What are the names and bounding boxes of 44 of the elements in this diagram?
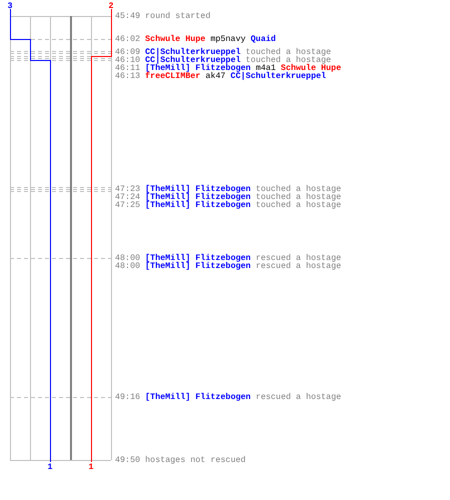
- timestamp: 48:00: [115, 254, 140, 262]
- count-label: 3: [7, 2, 13, 10]
- count-label: 2: [108, 2, 114, 10]
- timestamp: 47:24: [115, 193, 140, 201]
- player-name: [TheMill] Flitzebogen: [145, 64, 251, 72]
- timestamp: 46:10: [115, 56, 140, 64]
- event-text: rescued a hostage: [256, 254, 342, 262]
- timestamp: 48:00: [115, 262, 140, 270]
- timestamp: 45:49: [115, 12, 140, 20]
- weapon-name: m4a1: [256, 64, 276, 72]
- player-name: CC|Schulterkrueppel: [145, 48, 241, 56]
- timestamp: 49:16: [115, 393, 140, 401]
- count-label: 1: [47, 463, 53, 471]
- count-label: 1: [88, 463, 94, 471]
- event-text: touched a hostage: [256, 201, 342, 209]
- event-text: hostages not rescued: [145, 456, 246, 464]
- player-name: CC|Schulterkrueppel: [230, 72, 326, 80]
- event-text: touched a hostage: [256, 193, 342, 201]
- event-text: touched a hostage: [256, 185, 342, 193]
- player-name: [TheMill] Flitzebogen: [145, 193, 251, 201]
- weapon-name: mp5navy: [210, 35, 246, 43]
- timestamp: 47:23: [115, 185, 140, 193]
- player-name: [TheMill] Flitzebogen: [145, 201, 251, 209]
- event-text: touched a hostage: [246, 56, 332, 64]
- player-name: [TheMill] Flitzebogen: [145, 254, 251, 262]
- weapon-name: ak47: [205, 72, 226, 80]
- player-name: Quaid: [250, 35, 276, 43]
- timestamp: 47:25: [115, 201, 140, 209]
- event-text: rescued a hostage: [256, 393, 342, 401]
- timestamp: 46:09: [115, 48, 140, 56]
- player-name: [TheMill] Flitzebogen: [145, 262, 251, 270]
- player-name: freeCLIMBer: [145, 72, 200, 80]
- event-text: rescued a hostage: [256, 262, 342, 270]
- player-name: Schwule Hupe: [280, 64, 342, 72]
- timestamp: 46:13: [115, 72, 140, 80]
- timestamp: 46:02: [115, 35, 140, 43]
- timestamp: 49:50: [115, 456, 140, 464]
- player-name: [TheMill] Flitzebogen: [145, 185, 251, 193]
- player-name: [TheMill] Flitzebogen: [145, 393, 251, 401]
- player-name: Schwule Hupe: [145, 35, 206, 43]
- event-text: touched a hostage: [246, 48, 332, 56]
- timestamp: 46:11: [115, 64, 140, 72]
- player-name: CC|Schulterkrueppel: [145, 56, 241, 64]
- event-text: round started: [145, 12, 210, 20]
